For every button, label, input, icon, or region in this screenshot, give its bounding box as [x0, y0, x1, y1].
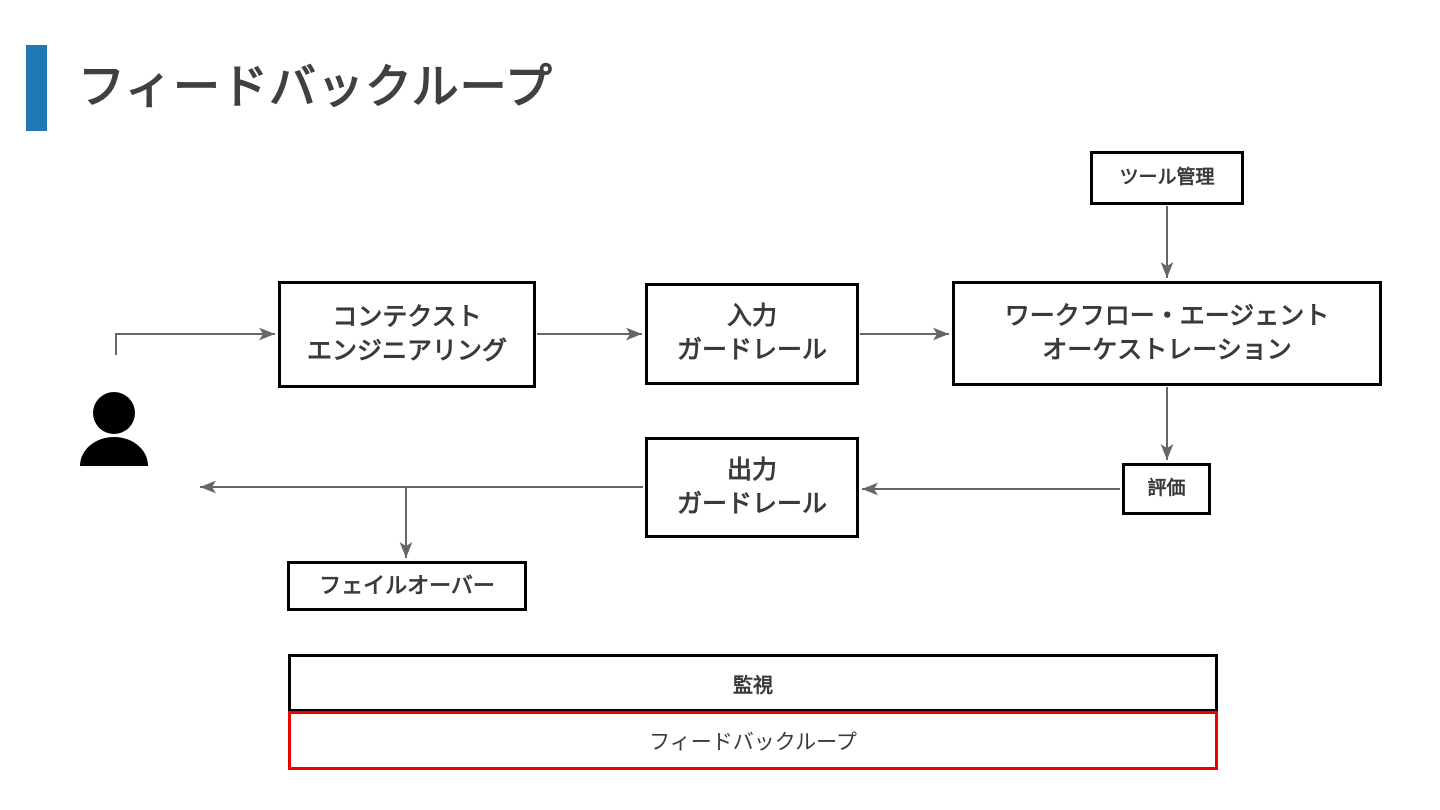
page-title: フィードバックループ	[78, 60, 553, 113]
node-output-guardrail-line2: ガードレール	[676, 489, 827, 518]
node-tool-management-label: ツール管理	[1119, 167, 1215, 189]
bar-monitoring-label: 監視	[733, 674, 773, 697]
edge-user-to-context	[115, 327, 275, 355]
node-context-engineering-line1: コンテクスト	[332, 302, 482, 331]
user-icon	[78, 392, 150, 468]
node-evaluation-label: 評価	[1147, 478, 1186, 500]
bar-feedback-loop[interactable]: フィードバックループ	[288, 711, 1218, 770]
node-input-guardrail-line2: ガードレール	[676, 336, 827, 364]
node-evaluation[interactable]: 評価	[1122, 463, 1211, 515]
node-context-engineering-line2: エンジニアリング	[306, 336, 507, 365]
node-output-guardrail-line1: 出力	[726, 455, 777, 484]
node-workflow-line1: ワークフロー・エージェント	[1004, 301, 1330, 330]
node-workflow-line2: オーケストレーション	[1042, 335, 1292, 364]
node-context-engineering[interactable]: コンテクスト エンジニアリング	[278, 281, 536, 388]
node-output-guardrail[interactable]: 出力 ガードレール	[645, 437, 859, 538]
node-workflow-agent-orchestration[interactable]: ワークフロー・エージェント オーケストレーション	[952, 281, 1382, 386]
title-accent-bar	[26, 45, 47, 131]
bar-feedback-loop-label: フィードバックループ	[649, 730, 857, 754]
node-tool-management[interactable]: ツール管理	[1090, 151, 1244, 205]
node-failover-label: フェイルオーバー	[319, 573, 495, 599]
node-failover[interactable]: フェイルオーバー	[287, 561, 527, 611]
node-input-guardrail[interactable]: 入力 ガードレール	[645, 283, 859, 385]
bar-monitoring[interactable]: 監視	[288, 654, 1218, 712]
node-input-guardrail-line1: 入力	[726, 302, 777, 331]
